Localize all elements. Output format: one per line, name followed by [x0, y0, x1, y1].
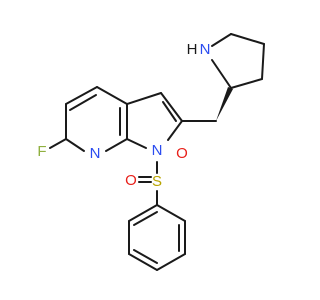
bond	[105, 138, 128, 152]
bond	[156, 204, 186, 222]
pyrrole-ring	[126, 92, 183, 149]
atom-hydrogen-amine: H	[187, 41, 198, 58]
atom-nitrogen-amine: N	[200, 41, 211, 58]
bond	[160, 92, 183, 122]
methylene-linker	[181, 87, 233, 122]
bond	[133, 249, 158, 264]
sulfonyl-group	[138, 161, 158, 206]
molecule-diagram: F N N S O O N H	[37, 33, 265, 271]
bond	[211, 33, 232, 47]
atom-sulfur: S	[152, 173, 162, 190]
bond	[230, 33, 265, 45]
bond	[49, 138, 67, 149]
atom-fluorine: F	[37, 143, 46, 160]
bond	[261, 43, 265, 80]
bond	[167, 120, 183, 141]
bond	[69, 94, 97, 111]
pyrrolidine-ring	[211, 33, 265, 89]
bond	[162, 101, 177, 122]
bond	[96, 86, 128, 105]
bond	[126, 138, 147, 149]
bond	[65, 86, 98, 105]
atom-oxygen-left: O	[125, 172, 137, 189]
wedge-bond	[216, 87, 233, 121]
bond	[126, 92, 162, 105]
bond	[211, 59, 232, 89]
atom-nitrogen-pyridine: N	[90, 145, 101, 162]
bond	[133, 211, 158, 226]
phenyl-ring	[128, 204, 186, 271]
bond	[156, 253, 186, 271]
bond	[128, 253, 158, 271]
atom-oxygen-top: O	[176, 145, 188, 162]
pyridine-ring	[49, 86, 128, 152]
bond	[128, 204, 158, 222]
bond	[230, 78, 263, 89]
structure-svg: F N N S O O N H	[37, 33, 265, 271]
bond	[65, 138, 85, 152]
atom-nitrogen-pyrrole: N	[152, 142, 163, 159]
